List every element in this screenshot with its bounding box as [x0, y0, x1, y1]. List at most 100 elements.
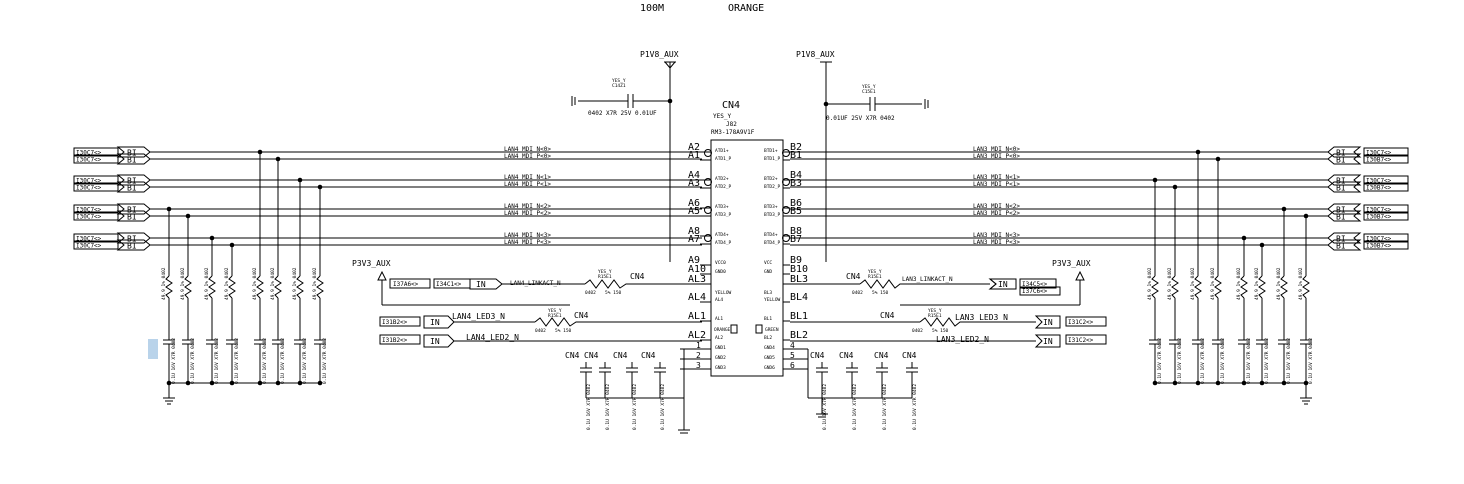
bi-port-right [1327, 146, 1362, 158]
connector-cn4: CN4 YES_Y J82 RM3-178A9V1F ORANGE GREEN [710, 100, 784, 377]
mdi-right-net-label: LAN3_MDI_N<3> [973, 232, 1020, 239]
pin-inner-right: BTD2_P [764, 184, 781, 190]
net-l-led2: LAN4_LED2_N [466, 333, 519, 342]
offpage-ref-r-led3: I31C2<> [1068, 319, 1094, 326]
pin-right-label: B1 [790, 150, 802, 161]
pin-circle [704, 234, 712, 242]
gnd-pin-left: 3 [696, 361, 701, 370]
mdi-right-net-label: LAN3_MDI_P<3> [973, 239, 1020, 246]
pin-inner-left: ATD1_P [715, 156, 732, 162]
pin-left-label: A8 [688, 226, 700, 237]
pin-circle [782, 149, 790, 157]
offpage-left-ref: I30C7<> [76, 207, 102, 214]
led-cap-value: 0.1U 16V X7R 0402 [586, 384, 592, 430]
offpage-left-ref: I30C7<> [76, 214, 102, 221]
mdi-left-net-label: LAN4_MDI_N<1> [504, 174, 551, 181]
term-cap-value: 0.1U 16V X7R 0402 [1177, 338, 1183, 384]
mdi-right-net-label: LAN3_MDI_P<2> [973, 210, 1020, 217]
pin-inner-left: VCC0 [715, 260, 726, 266]
pin-inner-left: GND1 [715, 345, 726, 351]
pin-inner-left: ATD3+ [715, 204, 729, 210]
term-cap-value: 0.1U 16V X7R 0402 [1246, 338, 1252, 384]
pin-left-label: A10 [688, 264, 706, 275]
offpage-ref-l-link: I34C1<> [436, 281, 462, 288]
svg-text:J82: J82 [726, 121, 737, 128]
pin-inner-right: BL1 [764, 316, 772, 322]
term-resistor [1258, 275, 1266, 299]
svg-text:R15E1: R15E1 [548, 313, 562, 319]
offpage-left-ref: I30C7<> [76, 157, 102, 164]
term-cap-value: 0.1U 16V X7R 0402 [171, 338, 177, 384]
term-resistor-value: 49.9 1% 0402 [252, 267, 258, 300]
pin-right-label: B8 [790, 226, 802, 237]
pin-circle [704, 149, 712, 157]
pin-right-label: B4 [790, 170, 802, 181]
term-cap-value: 0.1U 16V X7R 0402 [1220, 338, 1226, 384]
rail-p3v3-right: P3V3_AUX [1052, 259, 1091, 268]
offpage-left-box [73, 240, 119, 250]
term-resistor [165, 275, 173, 299]
junction-dot [667, 98, 673, 104]
svg-text:RM3-178A9V1F: RM3-178A9V1F [711, 129, 755, 136]
pin-inner-right: BL3 [764, 290, 772, 296]
term-resistor-value: 49.9 1% 0402 [1298, 267, 1304, 300]
svg-text:0.01UF 25V X7R 0402: 0.01UF 25V X7R 0402 [826, 115, 895, 122]
pin-left-label: AL3 [688, 274, 706, 285]
bi-port-left [116, 239, 151, 251]
pin-right-label: BL2 [790, 330, 808, 341]
term-cap-value: 0.1U 16V X7R 0402 [234, 338, 240, 384]
bi-port-right-label: BI [1336, 149, 1346, 158]
bi-port-right-label: BI [1336, 156, 1346, 165]
term-resistor [1194, 275, 1202, 299]
pin-inner-right: BTD3_P [764, 212, 781, 218]
offpage-left-ref: I30C7<> [76, 243, 102, 250]
pin-inner-left: ATD1+ [715, 148, 729, 154]
offpage-right-ref: I30C7<> [1366, 236, 1392, 243]
net-l-led3: LAN4_LED3_N [452, 312, 505, 321]
bi-port-left [116, 181, 151, 193]
pin-inner-right: GND [764, 269, 772, 275]
term-resistor-value: 49.9 1% 0402 [1236, 267, 1242, 300]
led-cap-ref: CN4 [902, 351, 917, 360]
net-r-link: LAN3_LINKACT_N [902, 276, 953, 283]
offpage-right-box [1363, 204, 1409, 214]
bi-port-left-label: BI [127, 242, 137, 251]
term-cap-value: 0.1U 16V X7R 0402 [1308, 338, 1314, 384]
mdi-left-net-label: LAN4_MDI_P<2> [504, 210, 551, 217]
bi-port-right [1327, 232, 1362, 244]
pin-inner-left: GND3 [715, 365, 726, 371]
svg-text:CN4: CN4 [574, 311, 589, 320]
offpage-right-ref: I30C7<> [1366, 150, 1392, 157]
term-cap-value: 0.1U 16V X7R 0402 [262, 338, 268, 384]
offpage-left-box [73, 204, 119, 214]
pin-left-label: A9 [688, 255, 700, 266]
pin-right-label: BL4 [790, 292, 808, 303]
bi-port-right [1327, 203, 1362, 215]
svg-text:CN4: CN4 [846, 272, 861, 281]
offpage-left-box [73, 211, 119, 221]
led-cap-value: 0.1U 16V X7R 0402 [882, 384, 888, 430]
bi-port-right [1327, 210, 1362, 222]
term-resistor [1280, 275, 1288, 299]
gnd-pin-right: 5 [790, 351, 795, 360]
pin-inner-right: BL2 [764, 335, 772, 341]
svg-text:0402: 0402 [912, 328, 923, 334]
pin-inner-left: GND0 [715, 269, 726, 275]
rail-p3v3-left: P3V3_AUX [352, 259, 391, 268]
svg-text:IN: IN [1043, 318, 1053, 327]
led-cap-ref: CN4 [613, 351, 628, 360]
svg-text:0402 X7R 25V 0.01UF: 0402 X7R 25V 0.01UF [588, 110, 657, 117]
term-resistor [1151, 275, 1159, 299]
svg-text:CN4: CN4 [722, 100, 740, 111]
bi-port-left [116, 203, 151, 215]
pin-left-label: AL4 [688, 292, 706, 303]
offpage-left-ref: I30C7<> [76, 236, 102, 243]
svg-text:IN: IN [430, 318, 440, 327]
offpage-right-ref: I30B7<> [1366, 157, 1392, 164]
net-r-led3: LAN3_LED3_N [955, 313, 1008, 322]
led-right-section: YES_Y R15E1 0402 5% 150 CN4 LAN3_LINKACT… [790, 269, 1107, 348]
mdi-left-net-label: LAN4_MDI_N<2> [504, 203, 551, 210]
offpage-right-box [1363, 147, 1409, 157]
